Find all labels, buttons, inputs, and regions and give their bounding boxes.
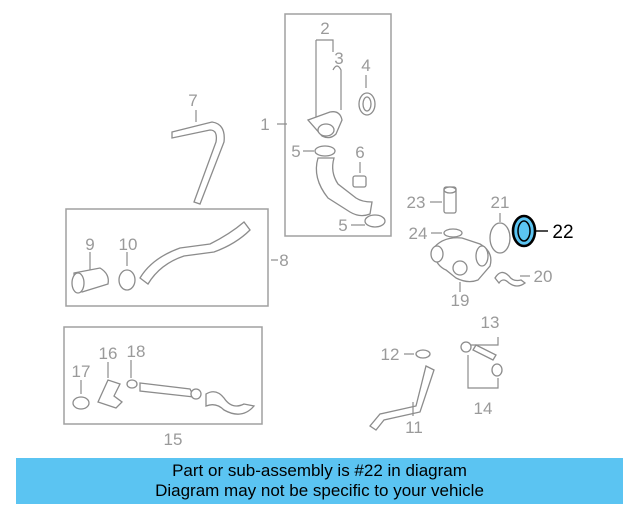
callout-12: 12 [381, 345, 400, 364]
part-10-clamp [118, 252, 136, 291]
part-9-flange [71, 252, 109, 294]
callout-11: 11 [405, 418, 423, 437]
part-2-3-hose-assembly [306, 39, 343, 139]
banner-line-1: Part or sub-assembly is #22 in diagram [172, 461, 467, 480]
callout-19: 19 [451, 291, 470, 310]
callout-8: 8 [279, 251, 288, 270]
part-12-washer [404, 349, 431, 359]
callout-22: 22 [552, 222, 573, 243]
part-18-clamp [126, 360, 138, 389]
callout-9: 9 [85, 235, 94, 254]
callout-6: 6 [355, 143, 364, 162]
part-5-clamp-upper [303, 145, 336, 157]
callout-18: 18 [127, 342, 146, 361]
banner-line-2: Diagram may not be specific to your vehi… [155, 481, 484, 500]
callout-20: 20 [534, 267, 553, 286]
part-4-ring [358, 75, 376, 116]
callout-4: 4 [361, 56, 370, 75]
callout-16: 16 [99, 344, 118, 363]
part-23-sensor [430, 186, 457, 214]
callout-15: 15 [164, 430, 183, 449]
part-19-thermostat-housing [430, 237, 492, 292]
callout-14: 14 [474, 399, 493, 418]
callout-10: 10 [119, 235, 138, 254]
part-6-clip [352, 162, 367, 188]
callout-3: 3 [334, 49, 343, 68]
part-24-gasket [431, 228, 463, 238]
callout-2: 2 [320, 19, 329, 38]
callout-1: 1 [260, 115, 269, 134]
callout-5-upper: 5 [291, 142, 300, 161]
hose-group-15 [139, 382, 256, 415]
part-11-tube [369, 365, 435, 431]
callout-21: 21 [491, 193, 510, 212]
callout-24: 24 [409, 224, 428, 243]
part-22-gasket-highlighted [511, 214, 548, 248]
callout-7: 7 [188, 91, 197, 110]
part-5-clamp-lower [351, 214, 386, 228]
part-14-bolts [467, 355, 503, 389]
part-7-hose [171, 110, 225, 205]
hose-group-8 [139, 221, 251, 285]
callout-17: 17 [72, 362, 91, 381]
part-17-clamp [72, 380, 90, 410]
part-20-clip [494, 271, 530, 287]
callout-5-lower: 5 [338, 216, 347, 235]
info-banner: Part or sub-assembly is #22 in diagram D… [16, 458, 623, 504]
hose-middle [315, 157, 373, 217]
part-16-bracket [97, 362, 123, 409]
callout-23: 23 [407, 193, 426, 212]
part-21-o-ring [489, 213, 511, 254]
part-13-bolts [460, 337, 499, 361]
callout-13: 13 [481, 313, 500, 332]
